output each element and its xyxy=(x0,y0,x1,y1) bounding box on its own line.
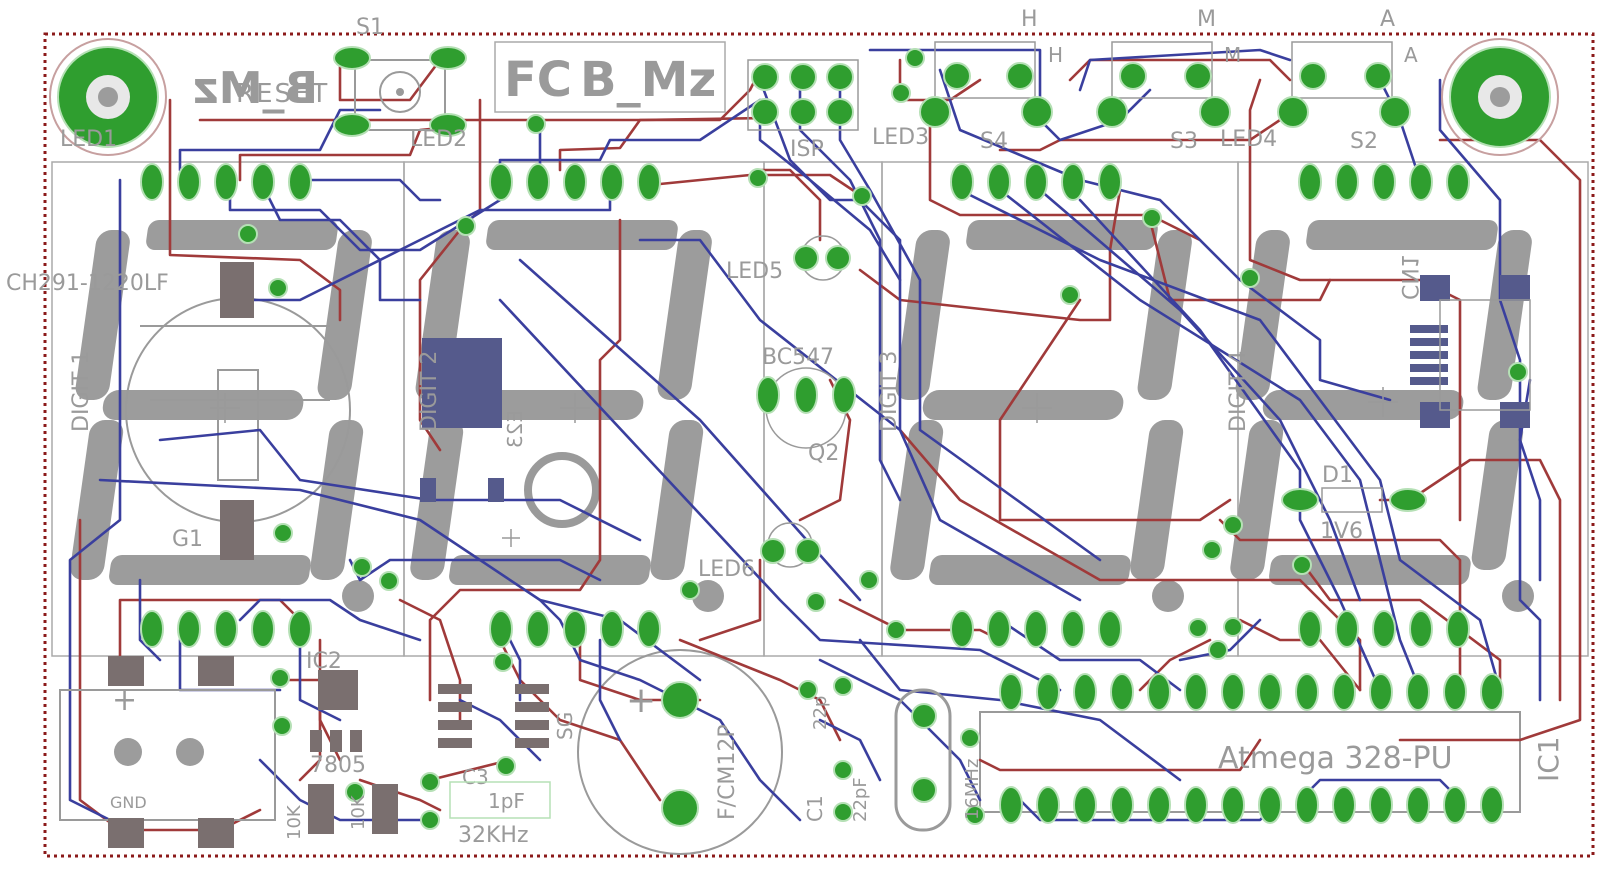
svg-text:+: + xyxy=(112,683,137,718)
logo-box xyxy=(494,41,726,113)
label-d1: D1 xyxy=(1322,463,1353,488)
label-a-side: A xyxy=(1404,43,1418,67)
label-digit1: DIGIT 1 xyxy=(69,351,94,432)
label-1v6: 1V6 xyxy=(1320,519,1363,544)
bottom-layer-traces xyxy=(68,48,1542,822)
fcc-mark: FC xyxy=(504,52,572,108)
logo-mirrored: B_Mz xyxy=(193,63,318,114)
label-10k-a: 10K xyxy=(284,804,305,840)
label-22p: 22p xyxy=(810,696,831,730)
label-gnd: GND xyxy=(110,793,147,812)
vias xyxy=(238,48,1528,830)
label-s3: S3 xyxy=(1170,129,1198,154)
label-buzzer: F/CM12P xyxy=(715,724,740,820)
label-h-top: H xyxy=(1021,7,1038,32)
label-22pf: 22pF xyxy=(850,777,871,822)
logo-text: B_Mz xyxy=(580,52,716,108)
label-sg: SG xyxy=(553,712,577,740)
label-10k-b: 10K xyxy=(348,794,369,830)
board-outline xyxy=(43,32,1595,858)
label-led1: LED1 xyxy=(60,127,117,152)
label-led2: LED2 xyxy=(410,127,467,152)
power-section xyxy=(59,656,549,848)
mounting-holes xyxy=(49,38,1559,156)
label-isp: ISP xyxy=(790,137,824,162)
label-a-top: A xyxy=(1380,7,1395,32)
label-digit3: DIGIT 3 xyxy=(877,351,902,432)
leds-center xyxy=(760,235,851,568)
center-marks xyxy=(210,387,1398,547)
buzzer-pads xyxy=(661,681,699,827)
label-holder: CH291-1220LF xyxy=(6,271,169,296)
decimal-points xyxy=(342,580,1534,612)
label-e23: E23 xyxy=(503,410,527,448)
silkscreen-labels: S1 RESET B_Mz FC B_Mz H H M M A A LED1 L… xyxy=(6,7,1565,848)
svg-text:+: + xyxy=(626,680,656,721)
label-s2: S2 xyxy=(1350,129,1378,154)
label-32khz: 32KHz xyxy=(458,823,529,848)
label-digit4: DIGIT 4 xyxy=(1226,351,1251,432)
digit-pads-bottom xyxy=(140,610,1470,648)
digit-pads-top xyxy=(140,163,1470,201)
regulator-e23 xyxy=(420,338,504,502)
label-bc547: BC547 xyxy=(762,345,834,370)
hma-buttons xyxy=(919,41,1411,128)
label-ic1: IC1 xyxy=(1532,736,1565,782)
label-led3: LED3 xyxy=(872,125,929,150)
mcu-pads xyxy=(999,673,1504,824)
label-s1: S1 xyxy=(356,15,384,40)
label-led5: LED5 xyxy=(726,259,783,284)
crystal-16mhz xyxy=(894,688,952,832)
digit-3-segments xyxy=(890,220,1192,585)
label-q2: Q2 xyxy=(808,441,839,466)
label-mcu: Atmega 328-PU xyxy=(1218,741,1453,776)
diode-d1 xyxy=(1281,487,1427,513)
label-7805: 7805 xyxy=(310,753,366,778)
label-m-side: M xyxy=(1224,43,1241,67)
reset-switch xyxy=(333,46,467,137)
mcu-outline xyxy=(979,711,1521,813)
label-s4: S4 xyxy=(980,129,1008,154)
transistor-q2 xyxy=(756,367,856,449)
label-c1: C1 xyxy=(803,795,827,822)
label-digit2: DIGIT 2 xyxy=(417,351,442,432)
label-1pf: 1pF xyxy=(488,789,525,813)
battery-pads xyxy=(220,262,254,560)
label-16mhz: 16MHz xyxy=(962,759,983,820)
label-h-side: H xyxy=(1048,43,1063,67)
label-g1: G1 xyxy=(172,527,203,552)
buzzer-outline xyxy=(524,452,783,855)
label-reset: RESET xyxy=(236,79,329,109)
isp-header xyxy=(747,59,859,131)
label-cn1: CN1 xyxy=(1396,254,1421,300)
label-led6: LED6 xyxy=(698,557,755,582)
label-c3: C3 xyxy=(462,765,489,789)
label-led4: LED4 xyxy=(1220,127,1277,152)
label-m-top: M xyxy=(1197,7,1216,32)
label-ic2: IC2 xyxy=(306,649,342,674)
usb-connector xyxy=(1410,275,1531,428)
